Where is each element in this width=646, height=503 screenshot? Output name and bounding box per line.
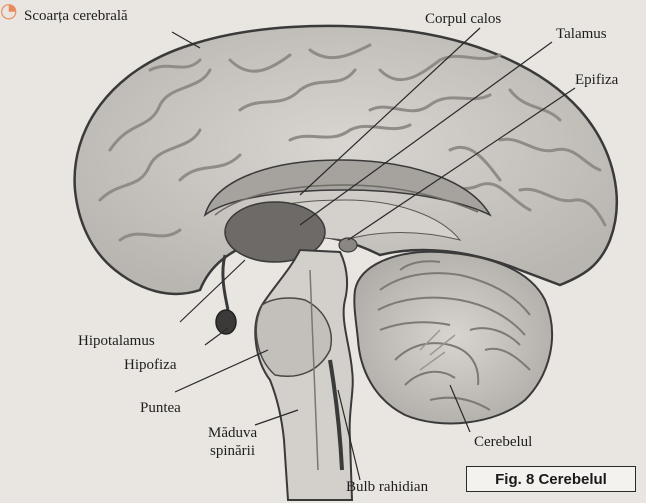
pituitary-shape xyxy=(216,310,236,334)
label-cerebelul: Cerebelul xyxy=(474,434,532,451)
label-corpul-calos: Corpul calos xyxy=(425,11,501,28)
label-puntea: Puntea xyxy=(140,400,181,417)
label-talamus: Talamus xyxy=(556,26,607,43)
label-scoarta: Scoarța cerebrală xyxy=(24,8,128,25)
figure-caption: Fig. 8 Cerebelul xyxy=(466,466,636,492)
label-epifiza: Epifiza xyxy=(575,72,618,89)
brainstem-shape xyxy=(255,250,352,500)
label-hipotalamus: Hipotalamus xyxy=(78,333,155,350)
label-maduva-line2: spinării xyxy=(210,443,255,460)
label-hipofiza: Hipofiza xyxy=(124,357,176,374)
label-bulb-rahidian: Bulb rahidian xyxy=(346,479,428,496)
label-maduva-line1: Măduva xyxy=(208,425,257,442)
